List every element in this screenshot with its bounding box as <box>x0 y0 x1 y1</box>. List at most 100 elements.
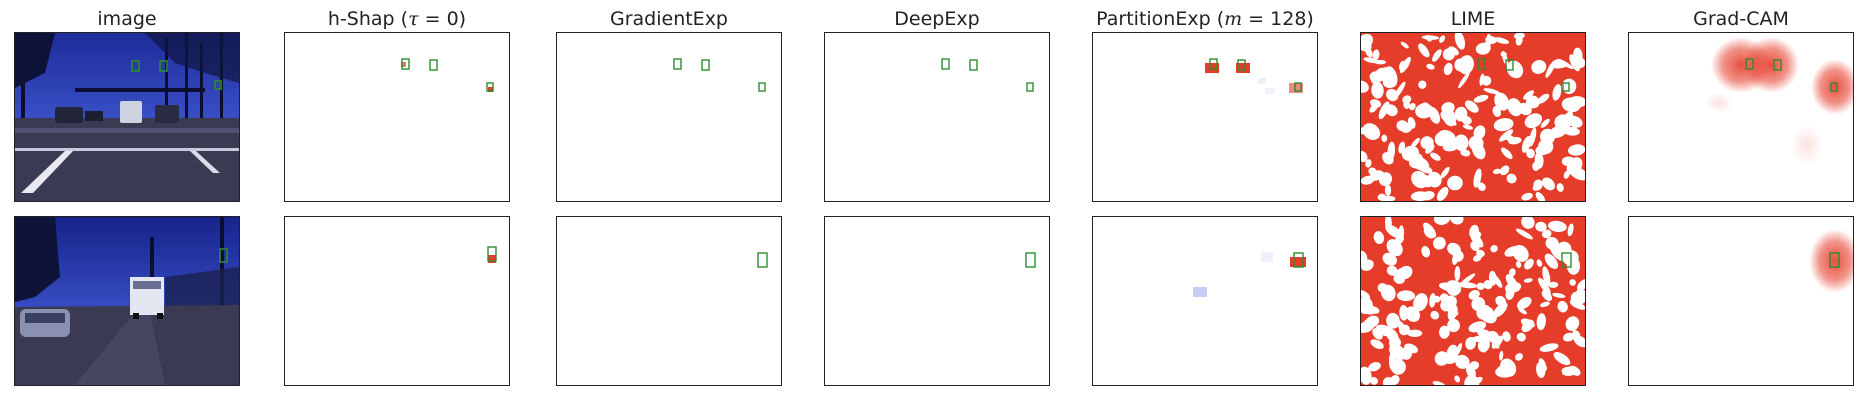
lime-superpixel <box>1460 149 1471 157</box>
lime-superpixel <box>1361 80 1369 93</box>
ground-truth-box <box>1477 58 1486 70</box>
lime-superpixel <box>1439 35 1446 43</box>
lime-superpixel <box>1538 277 1551 295</box>
lime-superpixel <box>1361 366 1372 385</box>
lime-superpixel <box>1536 313 1546 331</box>
lime-superpixel <box>1534 152 1544 169</box>
lime-superpixel <box>1523 90 1535 100</box>
panel-deepexp-row-1 <box>824 32 1050 202</box>
panel-image-row-2 <box>14 216 240 386</box>
lime-superpixel <box>1552 292 1566 298</box>
column-title-hshap: h-Shap (τ = 0) <box>327 8 467 30</box>
lime-superpixel <box>1439 325 1450 339</box>
lime-superpixel <box>1386 265 1398 276</box>
lime-superpixel <box>1515 353 1523 361</box>
lime-superpixel <box>1409 102 1416 111</box>
lime-superpixel <box>1521 192 1533 201</box>
lime-superpixel <box>1452 254 1458 265</box>
gradientexp-saliency-2 <box>757 252 768 268</box>
lime-superpixel <box>1515 228 1533 240</box>
lime-superpixel <box>1502 331 1511 342</box>
lime-superpixel <box>1443 62 1453 76</box>
lime-superpixel <box>1418 80 1427 89</box>
lime-superpixel <box>1479 307 1497 324</box>
lime-superpixel <box>1497 365 1513 375</box>
lime-superpixel <box>1516 332 1526 342</box>
lime-superpixel <box>1506 60 1524 79</box>
lime-superpixel <box>1541 229 1552 239</box>
panel-gradcam-row-2 <box>1628 216 1854 386</box>
lime-superpixel <box>1373 231 1385 245</box>
lime-superpixel <box>1365 159 1372 168</box>
lime-superpixel <box>1396 290 1416 301</box>
lime-superpixel <box>1499 165 1510 176</box>
lime-superpixel <box>1548 220 1567 233</box>
lime-superpixel <box>1440 166 1450 179</box>
panel-lime-row-2 <box>1360 216 1586 386</box>
lime-superpixel <box>1442 141 1459 152</box>
lime-superpixel <box>1455 354 1470 369</box>
lime-superpixel <box>1573 335 1585 348</box>
lime-superpixel <box>1404 343 1418 354</box>
lime-superpixel <box>1569 54 1580 72</box>
lime-superpixel <box>1361 250 1368 265</box>
lime-superpixel <box>1361 302 1372 315</box>
column-title-partitionexp: PartitionExp (m = 128) <box>1096 8 1314 30</box>
lime-superpixel <box>1493 37 1509 44</box>
panel-deepexp-row-2 <box>824 216 1050 386</box>
panel-gradientexp-row-2 <box>556 216 782 386</box>
lime-superpixel <box>1521 319 1535 333</box>
lime-superpixel <box>1470 232 1484 248</box>
lime-superpixel <box>1569 279 1576 286</box>
lime-superpixel <box>1399 305 1409 321</box>
lime-superpixel <box>1576 278 1585 291</box>
hshap-saliency-1 <box>401 58 494 92</box>
lime-superpixel <box>1439 293 1450 303</box>
lime-superpixel <box>1434 351 1449 366</box>
lime-superpixel <box>1471 142 1486 160</box>
lime-superpixel <box>1410 137 1420 149</box>
lime-superpixel <box>1420 136 1434 150</box>
lime-superpixel <box>1537 93 1550 104</box>
lime-superpixel <box>1377 193 1386 201</box>
lime-superpixel <box>1515 35 1523 46</box>
lime-superpixel <box>1432 381 1446 385</box>
lime-superpixel <box>1544 253 1559 269</box>
lime-superpixel <box>1556 183 1564 192</box>
lime-superpixel <box>1454 375 1461 383</box>
lime-superpixel <box>1389 343 1406 361</box>
lime-superpixel <box>1421 191 1435 201</box>
lime-superpixel <box>1531 60 1547 74</box>
lime-superpixel <box>1538 138 1554 155</box>
panel-gradientexp-row-1 <box>556 32 782 202</box>
lime-superpixel <box>1363 57 1380 64</box>
lime-superpixel <box>1568 96 1585 108</box>
lime-superpixel <box>1379 171 1387 184</box>
lime-superpixel <box>1487 331 1500 343</box>
lime-superpixel <box>1439 282 1457 292</box>
panel-partitionexp-row-2 <box>1092 216 1318 386</box>
lime-superpixel <box>1473 168 1482 188</box>
lime-superpixel <box>1407 329 1423 338</box>
lime-superpixel <box>1524 113 1543 129</box>
lime-superpixel <box>1433 295 1441 303</box>
lime-superpixel <box>1372 49 1380 61</box>
lime-superpixel <box>1535 221 1547 232</box>
partitionexp-saliency-1 <box>1205 58 1303 94</box>
lime-superpixel <box>1505 281 1522 294</box>
lime-superpixel <box>1400 41 1409 49</box>
lime-superpixel <box>1411 170 1429 189</box>
deepexp-saliency-1 <box>941 58 1034 92</box>
lime-superpixel <box>1532 185 1541 191</box>
lime-superpixel <box>1374 67 1388 82</box>
lime-background <box>1361 33 1585 201</box>
lime-superpixel <box>1569 166 1585 181</box>
lime-superpixel <box>1540 118 1550 128</box>
lime-superpixel <box>1447 296 1456 304</box>
gradientexp-saliency-1 <box>673 58 766 92</box>
lime-superpixel <box>1521 217 1535 229</box>
ground-truth-box <box>1505 59 1514 71</box>
lime-superpixel <box>1490 245 1498 253</box>
lime-superpixel <box>1419 165 1433 174</box>
lime-superpixel <box>1378 101 1390 120</box>
